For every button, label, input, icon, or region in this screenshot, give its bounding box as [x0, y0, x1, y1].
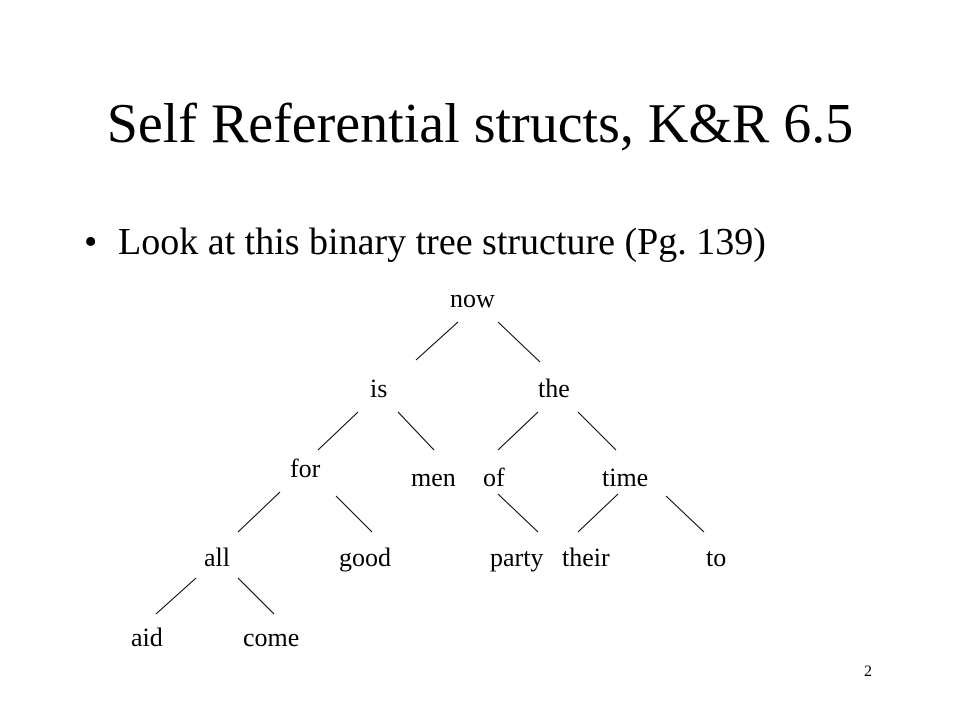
bullet-item: • Look at this binary tree structure (Pg.…	[84, 218, 766, 266]
bullet-text: Look at this binary tree structure (Pg. …	[118, 221, 766, 263]
tree-node-men: men	[411, 463, 456, 492]
tree-node-aid: aid	[131, 623, 163, 652]
edge-for-good	[335, 495, 373, 533]
slide-title: Self Referential structs, K&R 6.5	[106, 93, 854, 155]
edge-time-to	[665, 495, 705, 533]
tree-node-to: to	[706, 543, 727, 572]
edge-all-come	[237, 577, 275, 615]
page-number: 2	[864, 663, 872, 680]
edge-time-their	[577, 493, 619, 533]
tree-node-all: all	[204, 543, 230, 572]
edge-for-all	[237, 491, 281, 533]
edge-now-the	[497, 321, 541, 363]
tree-node-for: for	[290, 454, 321, 483]
tree-node-of: of	[483, 463, 505, 492]
edge-now-is	[415, 321, 459, 361]
edge-is-men	[397, 411, 435, 451]
edge-the-time	[577, 411, 617, 451]
edge-is-for	[317, 411, 359, 451]
edge-all-aid	[155, 577, 197, 615]
tree-node-time: time	[602, 463, 649, 492]
tree-node-the: the	[538, 374, 570, 403]
tree-node-now: now	[450, 284, 495, 313]
edge-the-of	[497, 411, 539, 451]
tree-node-come: come	[243, 623, 300, 652]
tree-node-party: party	[490, 543, 544, 572]
tree-node-their: their	[562, 543, 610, 572]
tree-node-good: good	[339, 543, 391, 572]
edge-of-party	[497, 493, 539, 533]
tree-node-is: is	[370, 374, 388, 403]
bullet-marker: •	[84, 221, 98, 263]
